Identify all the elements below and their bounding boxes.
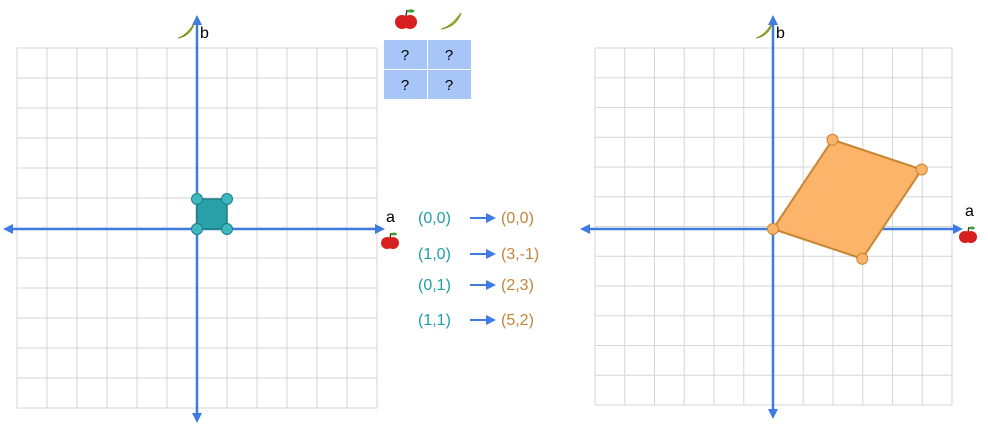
vertex-dot — [767, 223, 779, 235]
mapping-to: (0,0) — [501, 210, 534, 227]
vertex-dot — [915, 163, 928, 176]
matrix-cell-bg — [428, 70, 471, 99]
right-y-axis-icon — [755, 23, 773, 39]
transformation-matrix: ? ? ? ? — [384, 9, 471, 99]
matrix-cell: ? — [445, 47, 453, 64]
mapping-to: (3,-1) — [501, 246, 539, 263]
left-x-axis-icon — [381, 232, 399, 249]
vertex-dot — [191, 193, 203, 205]
vertex-dot — [221, 223, 233, 235]
mapping-row: (0,1) (2,3) — [418, 277, 534, 294]
mapping-row: (1,0) (3,-1) — [418, 246, 539, 263]
left-y-axis-label: b — [200, 25, 209, 42]
matrix-cell: ? — [401, 77, 409, 94]
matrix-cell-bg — [384, 40, 427, 69]
right-y-axis-label: b — [776, 25, 785, 42]
banana-icon — [755, 23, 773, 39]
right-axes — [580, 14, 963, 419]
mapping-to: (2,3) — [501, 277, 534, 294]
right-x-axis-icon — [959, 226, 977, 243]
mapping-row: (1,1) (5,2) — [418, 312, 534, 329]
matrix-header-apple — [395, 9, 417, 29]
apple-icon — [959, 226, 977, 243]
mapping-from: (1,0) — [418, 246, 451, 263]
vertex-dot — [826, 133, 839, 146]
matrix-cell: ? — [445, 77, 453, 94]
right-coordinate-plane: a b — [580, 14, 977, 419]
left-coordinate-plane: a b — [3, 14, 399, 423]
matrix-cell-bg — [428, 40, 471, 69]
right-x-axis-label: a — [965, 203, 974, 220]
apple-icon — [395, 9, 417, 29]
mapping-from: (1,1) — [418, 312, 451, 329]
vertex-dot — [221, 193, 233, 205]
left-y-axis-icon — [177, 23, 195, 39]
banana-icon — [440, 12, 462, 30]
vertex-dot — [856, 252, 869, 265]
banana-icon — [177, 23, 195, 39]
matrix-header-banana — [440, 12, 462, 30]
vertex-dot — [191, 223, 203, 235]
matrix-cell: ? — [401, 47, 409, 64]
point-mappings: (0,0) (0,0) (1,0) (3,-1) (0,1) (2,3) (1,… — [418, 210, 539, 329]
unit-square-vertices — [191, 193, 233, 235]
left-axes — [3, 14, 385, 423]
mapping-row: (0,0) (0,0) — [418, 210, 534, 227]
mapping-from: (0,0) — [418, 210, 451, 227]
mapping-from: (0,1) — [418, 277, 451, 294]
parallelogram-vertices — [767, 133, 928, 265]
left-x-axis-label: a — [386, 209, 395, 226]
transformed-parallelogram — [771, 138, 924, 260]
matrix-cell-bg — [384, 70, 427, 99]
mapping-to: (5,2) — [501, 312, 534, 329]
unit-square — [196, 198, 228, 230]
apple-icon — [381, 232, 399, 249]
